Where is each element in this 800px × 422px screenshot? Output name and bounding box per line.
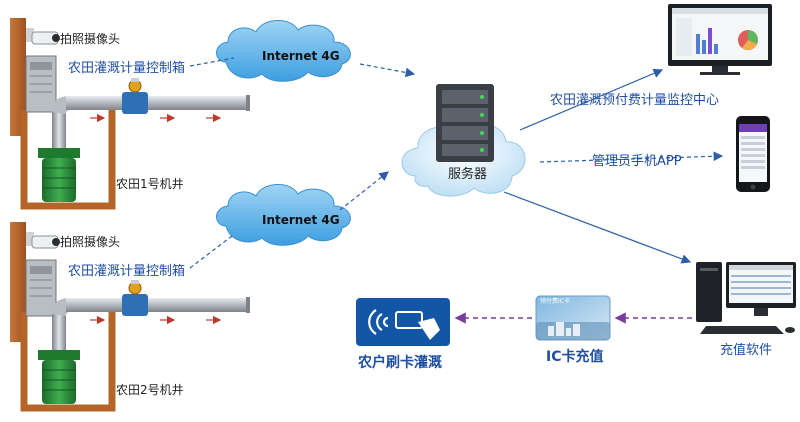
cloud-label: Internet 4G xyxy=(262,49,340,63)
connector-cloud2-server xyxy=(339,171,389,211)
ic-card-icon xyxy=(535,295,611,341)
cloud-icon xyxy=(216,184,351,246)
horizontal-pipe xyxy=(66,298,248,312)
pipe-elbow xyxy=(52,96,70,114)
vertical-pipe xyxy=(52,110,66,160)
pump-icon xyxy=(38,148,80,202)
ic-card-label: IC卡充值 xyxy=(546,349,604,365)
connector-well2-cloud2 xyxy=(189,235,233,269)
swipe-card-label: 农户刷卡灌溉 xyxy=(358,355,442,371)
control-box-label: 农田灌溉计量控制箱 xyxy=(68,61,186,76)
server-icon xyxy=(401,84,526,197)
ic-card-text: 预付费IC卡 xyxy=(540,298,570,305)
camera-label: 拍照摄像头 xyxy=(60,32,121,46)
flowmeter-icon xyxy=(122,280,148,316)
pump-icon xyxy=(38,350,80,404)
vertical-pipe xyxy=(52,312,66,362)
control-box-icon xyxy=(25,259,57,317)
connector-well1-cloud1 xyxy=(189,57,235,67)
desktop-computer-icon xyxy=(696,262,796,334)
connector-server-desktop xyxy=(503,191,692,264)
control-box-icon xyxy=(25,55,57,113)
camera-icon xyxy=(26,28,60,45)
well-label: 农田2号机井 xyxy=(116,383,184,397)
well-label: 农田1号机井 xyxy=(116,177,184,191)
connector-cloud1-server xyxy=(359,63,416,78)
control-box-label: 农田灌溉计量控制箱 xyxy=(68,264,186,279)
flowmeter-icon xyxy=(122,78,148,114)
card-reader-icon xyxy=(356,298,450,346)
well-pit xyxy=(20,312,116,412)
well-2 xyxy=(10,222,250,412)
mobile-app-label: 管理员手机APP xyxy=(592,154,682,169)
cloud-icon xyxy=(216,20,351,82)
server-label: 服务器 xyxy=(448,167,488,182)
brick-wall xyxy=(10,18,26,136)
smartphone-icon xyxy=(736,116,770,192)
connector-server-phone xyxy=(539,151,724,163)
monitor-center-label: 农田灌溉预付费计量监控中心 xyxy=(550,93,720,108)
well-pit xyxy=(20,110,116,210)
camera-label: 拍照摄像头 xyxy=(60,235,121,249)
recharge-software-label: 充值软件 xyxy=(720,343,773,358)
pipe-elbow xyxy=(52,298,70,316)
connector-server-monitor xyxy=(519,68,664,131)
well-1 xyxy=(10,18,250,210)
horizontal-pipe xyxy=(66,96,248,110)
camera-icon xyxy=(26,232,60,249)
monitor-icon xyxy=(668,4,772,75)
cloud-label: Internet 4G xyxy=(262,213,340,227)
